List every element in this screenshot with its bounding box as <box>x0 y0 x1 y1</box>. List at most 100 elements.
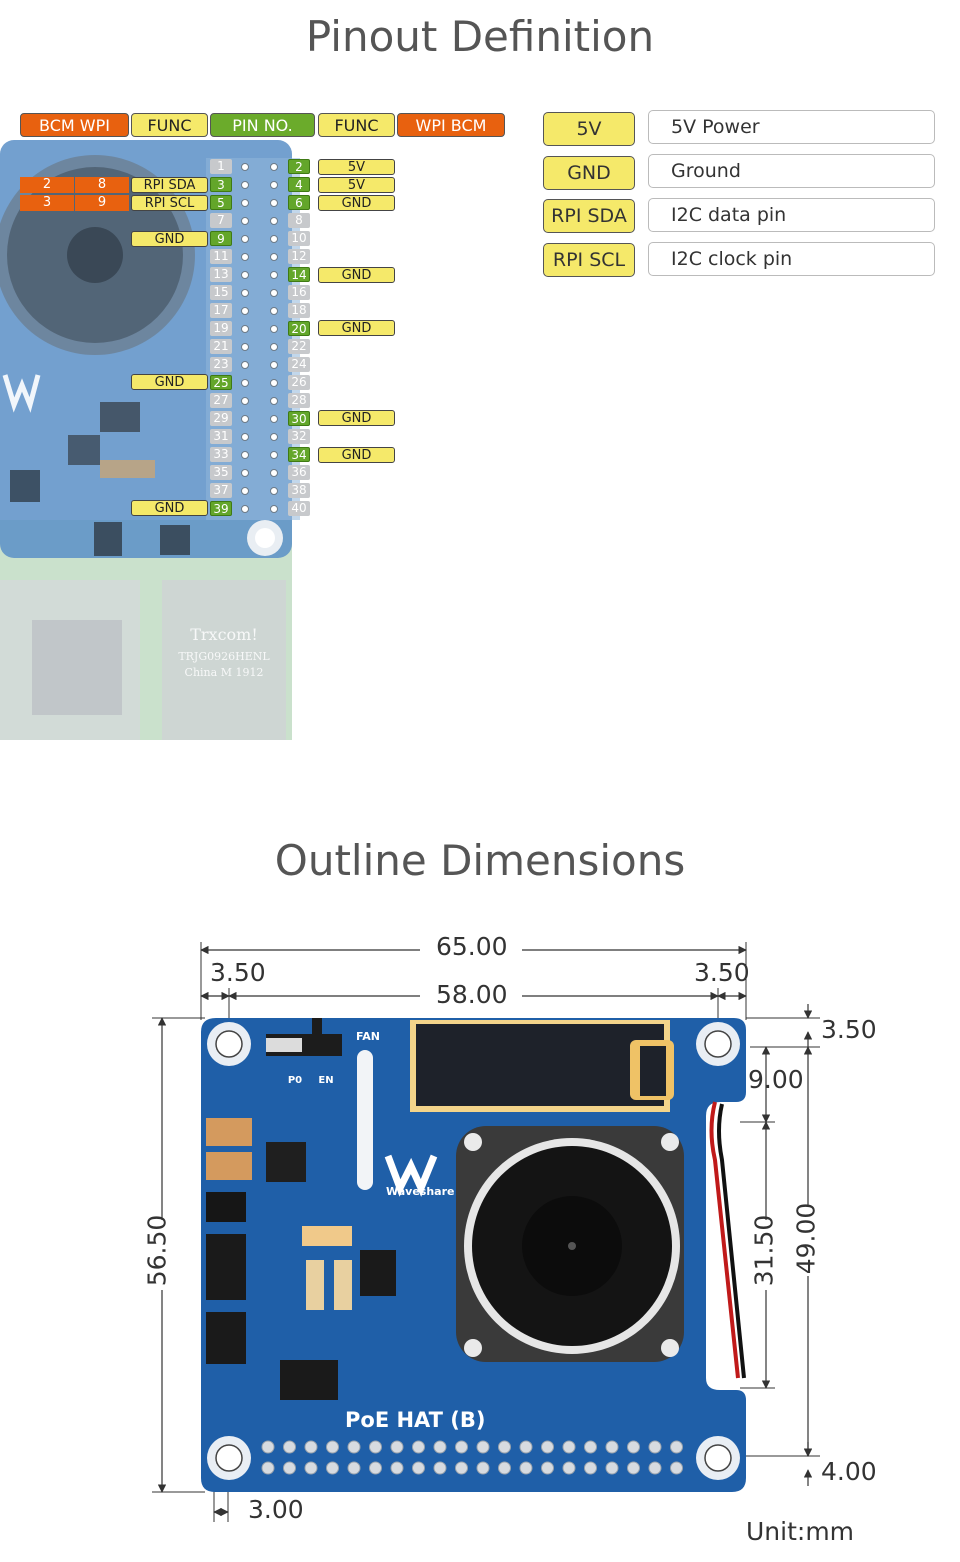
pin-pad-icon <box>241 469 249 477</box>
pin-pad-icon <box>241 361 249 369</box>
pin-pad-icon <box>270 361 278 369</box>
pin-pad-icon <box>270 307 278 315</box>
pin-pad-icon <box>241 199 249 207</box>
ethernet-model-text: TRJG0926HENL <box>178 650 270 663</box>
pin-pad-icon <box>241 343 249 351</box>
gpio-pin-dot <box>326 1440 339 1454</box>
legend-value-5v: 5V Power <box>648 110 935 144</box>
gpio-pin-dot <box>670 1461 683 1475</box>
brand-label: Waveshare <box>386 1185 454 1198</box>
pin-pad-icon <box>270 379 278 387</box>
pin-9: 9 <box>210 231 232 246</box>
label-pin3: RPI SDA <box>131 177 208 193</box>
label-pin25: GND <box>131 374 208 390</box>
gpio-pin-dot <box>347 1440 361 1454</box>
pin-pad-icon <box>241 217 249 225</box>
legend-key-sda: RPI SDA <box>543 199 635 233</box>
label-pin5: RPI SCL <box>131 195 208 211</box>
pin-36: 36 <box>288 465 310 480</box>
pin-29: 29 <box>210 411 232 426</box>
pin-pad-icon <box>241 235 249 243</box>
pin-17: 17 <box>210 303 232 318</box>
pin-pad-icon <box>241 289 249 297</box>
pin-4: 4 <box>288 177 310 192</box>
pin-23: 23 <box>210 357 232 372</box>
pin-6: 6 <box>288 195 310 210</box>
legend-value-sda: I2C data pin <box>648 198 935 232</box>
pin-pad-icon <box>270 433 278 441</box>
gpio-pin-dot <box>390 1461 404 1475</box>
pin-pad-icon <box>270 397 278 405</box>
pin-pad-icon <box>241 397 249 405</box>
pin-pad-icon <box>270 199 278 207</box>
gpio-pin-dot <box>562 1461 576 1475</box>
pin-pad-icon <box>241 181 249 189</box>
pin-2: 2 <box>288 159 310 174</box>
label-pin6: GND <box>318 195 395 211</box>
ethernet-brand-text: Trxcom! <box>190 625 258 644</box>
gpio-pin-dot <box>412 1440 425 1454</box>
pin-pad-icon <box>241 325 249 333</box>
pin-31: 31 <box>210 429 232 444</box>
pin-pad-icon <box>241 505 249 513</box>
pin-10: 10 <box>288 231 310 246</box>
dim-width-total: 65.00 <box>436 932 508 961</box>
wpi-pin5: 9 <box>75 195 129 211</box>
gpio-pin-dot <box>390 1440 404 1454</box>
pin-pad-icon <box>241 415 249 423</box>
pin-35: 35 <box>210 465 232 480</box>
pin-37: 37 <box>210 483 232 498</box>
gpio-pin-dot <box>498 1461 511 1475</box>
pin-14: 14 <box>288 267 310 282</box>
gpio-pin-dot <box>605 1461 619 1475</box>
pin-pad-icon <box>241 271 249 279</box>
gpio-pin-dot <box>541 1440 554 1454</box>
dim-right-9: 9.00 <box>748 1065 804 1094</box>
label-pin4: 5V <box>318 177 395 193</box>
pin-pad-icon <box>270 343 278 351</box>
gpio-pin-dot <box>627 1440 640 1454</box>
pin-pad-icon <box>270 235 278 243</box>
label-pin34: GND <box>318 447 395 463</box>
pin-pad-icon <box>241 253 249 261</box>
pin-pad-icon <box>270 217 278 225</box>
pin-5: 5 <box>210 195 232 210</box>
dim-left-offset: 3.50 <box>210 958 266 987</box>
pin-15: 15 <box>210 285 232 300</box>
pin-12: 12 <box>288 249 310 264</box>
gpio-pin-dot <box>283 1440 296 1454</box>
bcm-pin3: 2 <box>20 177 74 193</box>
pin-pad-icon <box>270 163 278 171</box>
gpio-header <box>261 1440 683 1475</box>
gpio-pin-dot <box>519 1461 533 1475</box>
pin-pad-icon <box>241 451 249 459</box>
pin-pad-icon <box>241 433 249 441</box>
gpio-pin-dot <box>476 1440 490 1454</box>
pin-24: 24 <box>288 357 310 372</box>
unit-label: Unit:mm <box>746 1517 855 1546</box>
bcm-pin5: 3 <box>20 195 74 211</box>
legend-key-5v: 5V <box>543 112 635 146</box>
pin-30: 30 <box>288 411 310 426</box>
mounting-holes <box>207 1022 740 1480</box>
ethernet-origin-text: China M 1912 <box>185 666 264 679</box>
pin-40: 40 <box>288 501 310 516</box>
pinout-title: Pinout Definition <box>305 12 655 61</box>
pin-pad-icon <box>270 181 278 189</box>
outline-diagram: FAN P0 EN Waveshare PoE HAT (B) <box>152 942 820 1522</box>
gpio-pin-dot <box>304 1440 318 1454</box>
gpio-pin-dot <box>347 1461 361 1475</box>
pin-38: 38 <box>288 483 310 498</box>
dim-bottom-left: 3.00 <box>248 1495 304 1524</box>
label-pin20: GND <box>318 320 395 336</box>
gpio-pin-dot <box>498 1440 511 1454</box>
pin-26: 26 <box>288 375 310 390</box>
pin-pad-icon <box>241 379 249 387</box>
pin-pad-icon <box>270 325 278 333</box>
pin-pad-icon <box>241 487 249 495</box>
pin-pad-icon <box>270 271 278 279</box>
gpio-pin-dot <box>326 1461 339 1475</box>
pin-20: 20 <box>288 321 310 336</box>
gpio-pin-dot <box>519 1440 533 1454</box>
label-pin2: 5V <box>318 159 395 175</box>
